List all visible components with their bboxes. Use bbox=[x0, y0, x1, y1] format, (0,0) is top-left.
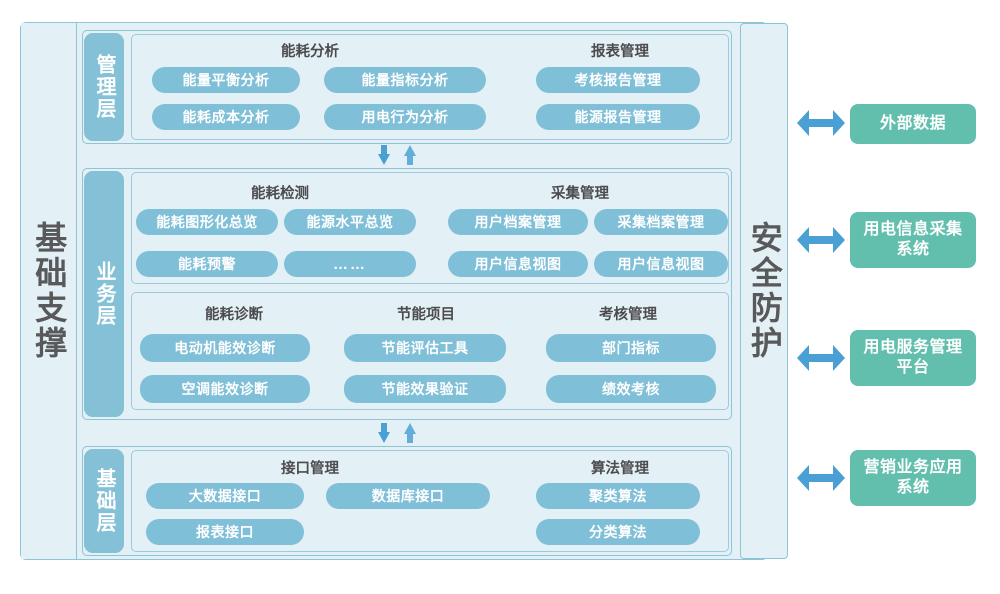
external-system-label: 外部数据 bbox=[879, 115, 946, 132]
group-title-energy-analysis: 能耗分析 bbox=[281, 44, 339, 60]
pill-motor-efficiency-diagnosis[interactable]: 电动机能效诊断 bbox=[140, 334, 310, 362]
group-title-algorithm-management: 算法管理 bbox=[591, 461, 649, 477]
group-title-energy-saving-project: 节能项目 bbox=[397, 307, 455, 323]
pill-consumption-graphic-overview[interactable]: 能耗图形化总览 bbox=[136, 209, 278, 235]
arrow-up-icon bbox=[404, 145, 416, 165]
pill-report-interface[interactable]: 报表接口 bbox=[146, 519, 304, 545]
pill-energy-saving-assessment-tool[interactable]: 节能评估工具 bbox=[344, 334, 506, 362]
layer-tab-business[interactable]: 业务层 bbox=[84, 171, 124, 417]
pill-user-info-view-1[interactable]: 用户信息视图 bbox=[448, 251, 588, 277]
connector-management-business bbox=[378, 145, 416, 165]
pill-more-items[interactable]: …… bbox=[284, 251, 416, 277]
security-column: 安全防护 bbox=[740, 23, 788, 559]
external-system-label-line1: 用电信息采集 bbox=[863, 221, 963, 238]
pill-energy-level-overview[interactable]: 能源水平总览 bbox=[284, 209, 416, 235]
arrow-up-icon bbox=[404, 423, 416, 443]
pill-performance-assessment[interactable]: 绩效考核 bbox=[546, 375, 716, 403]
pill-energy-index-analysis[interactable]: 能量指标分析 bbox=[324, 67, 486, 93]
pill-hvac-efficiency-diagnosis[interactable]: 空调能效诊断 bbox=[140, 375, 310, 403]
arrow-down-icon bbox=[378, 423, 390, 443]
external-system-power-service-platform[interactable]: 用电服务管理 平台 bbox=[850, 330, 976, 386]
layer-tab-foundation[interactable]: 基础层 bbox=[84, 449, 124, 553]
support-column: 基础支撑 bbox=[21, 23, 77, 559]
pill-energy-cost-analysis[interactable]: 能耗成本分析 bbox=[152, 104, 300, 130]
pill-electricity-behavior-analysis[interactable]: 用电行为分析 bbox=[324, 104, 486, 130]
external-system-label-line1: 营销业务应用 bbox=[863, 459, 963, 476]
external-system-label-line2: 系统 bbox=[896, 241, 930, 258]
group-title-consumption-diagnosis: 能耗诊断 bbox=[205, 307, 263, 323]
external-system-power-info-collection[interactable]: 用电信息采集 系统 bbox=[850, 212, 976, 268]
external-system-label-line2: 系统 bbox=[896, 479, 930, 496]
group-title-assessment-management: 考核管理 bbox=[599, 307, 657, 323]
pill-clustering-algorithm[interactable]: 聚类算法 bbox=[536, 483, 700, 509]
pill-user-archive-management[interactable]: 用户档案管理 bbox=[448, 209, 588, 235]
pill-bigdata-interface[interactable]: 大数据接口 bbox=[146, 483, 304, 509]
external-system-label-line2: 平台 bbox=[896, 359, 930, 376]
pill-consumption-alert[interactable]: 能耗预警 bbox=[136, 251, 278, 277]
arrow-down-icon bbox=[378, 145, 390, 165]
group-title-collection-management: 采集管理 bbox=[551, 186, 609, 202]
layer-tab-management-label: 管理层 bbox=[93, 54, 115, 120]
pill-classification-algorithm[interactable]: 分类算法 bbox=[536, 519, 700, 545]
pill-energy-report-management[interactable]: 能源报告管理 bbox=[536, 104, 700, 130]
pill-database-interface[interactable]: 数据库接口 bbox=[326, 483, 490, 509]
bidirectional-arrow-icon-2 bbox=[797, 227, 845, 253]
connector-business-foundation bbox=[378, 423, 416, 443]
group-title-interface-management: 接口管理 bbox=[281, 461, 339, 477]
pill-energy-saving-effect-verification[interactable]: 节能效果验证 bbox=[344, 375, 506, 403]
pill-energy-balance-analysis[interactable]: 能量平衡分析 bbox=[152, 67, 300, 93]
layer-tab-foundation-label: 基础层 bbox=[93, 468, 115, 534]
external-system-external-data[interactable]: 外部数据 bbox=[850, 104, 976, 144]
external-system-marketing-business-app[interactable]: 营销业务应用 系统 bbox=[850, 450, 976, 506]
group-title-consumption-detection: 能耗检测 bbox=[251, 186, 309, 202]
pill-department-index[interactable]: 部门指标 bbox=[546, 334, 716, 362]
pill-assessment-report-management[interactable]: 考核报告管理 bbox=[536, 67, 700, 93]
external-system-label-line1: 用电服务管理 bbox=[863, 339, 963, 356]
pill-user-info-view-2[interactable]: 用户信息视图 bbox=[594, 251, 728, 277]
bidirectional-arrow-icon-4 bbox=[797, 465, 845, 491]
layer-tab-management[interactable]: 管理层 bbox=[84, 33, 124, 141]
group-title-report-management: 报表管理 bbox=[591, 44, 649, 60]
security-column-label: 安全防护 bbox=[746, 221, 783, 361]
layer-tab-business-label: 业务层 bbox=[93, 261, 115, 327]
bidirectional-arrow-icon-1 bbox=[797, 110, 845, 136]
pill-collection-archive-management[interactable]: 采集档案管理 bbox=[594, 209, 728, 235]
bidirectional-arrow-icon-3 bbox=[797, 345, 845, 371]
support-column-label: 基础支撑 bbox=[31, 221, 68, 361]
